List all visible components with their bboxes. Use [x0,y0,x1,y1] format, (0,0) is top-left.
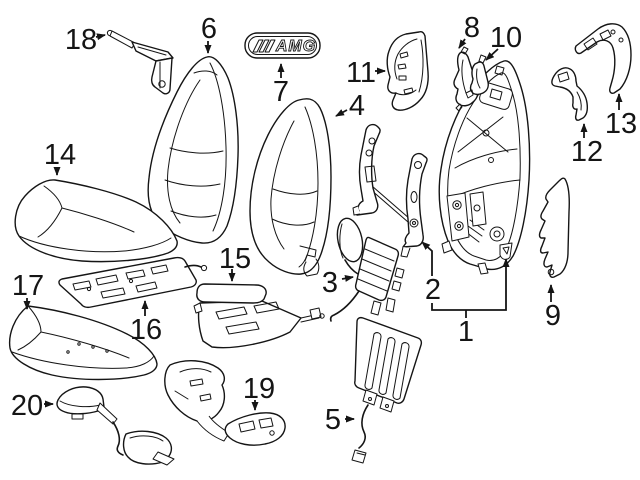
callout-8: 8 [458,12,480,49]
callout-3: 3 [322,267,354,299]
callout-label-10: 10 [490,22,522,54]
part-9-side-trim-panel [538,177,570,278]
part-16-seat-panel [58,256,208,309]
amg-slashes-icon [252,39,276,53]
part-12-guide-bracket [551,67,589,121]
callout-label-14: 14 [44,139,76,171]
part-3-lumbar-support [329,217,405,322]
callout-5: 5 [325,404,355,436]
callout-13: 13 [605,93,637,140]
callout-label-4: 4 [349,90,365,122]
part-15-cushion-frame [193,283,325,349]
part-11-headrest-trim [386,31,429,111]
callout-12: 12 [571,123,603,168]
callout-9: 9 [545,284,561,332]
callout-label-9: 9 [545,300,561,332]
callout-label-6: 6 [201,13,217,45]
callout-4: 4 [335,90,365,122]
callout-label-3: 3 [322,267,338,299]
callout-label-20: 20 [11,390,43,422]
callout-label-19: 19 [243,373,275,405]
part-13-guide-bracket [574,23,632,94]
callout-7: 7 [273,63,289,108]
callout-6: 6 [201,13,217,54]
callout-label-7: 7 [273,76,289,108]
part-17-seat-cushion-cover [8,305,158,381]
callout-label-15: 15 [219,243,251,275]
callout-label-13: 13 [605,108,637,140]
callout-11: 11 [346,57,386,89]
part-2-recliner-rails [352,123,428,258]
callout-19: 19 [243,373,275,411]
part-4-seat-back-cushion [249,98,332,277]
part-6-seat-back-cushion [147,56,239,244]
callout-label-1: 1 [458,316,474,348]
callout-15: 15 [219,243,251,282]
callout-10: 10 [485,22,522,61]
callout-1: 1 [431,258,510,348]
amg-badge-text: AMG [275,38,316,55]
part-10-clip-bracket [465,54,489,99]
part-18-mounting-bracket [106,29,174,95]
callout-label-5: 5 [325,404,341,436]
part-20-side-cover [56,386,175,466]
part-19-side-bolster-trim [164,360,286,446]
callout-17: 17 [12,270,44,310]
callout-16: 16 [130,300,162,346]
callout-18: 18 [65,24,106,56]
callout-label-17: 17 [12,270,44,302]
callout-20: 20 [11,390,54,422]
callout-14: 14 [44,139,76,176]
part-5-seat-heater-pad [351,316,423,464]
callout-label-2: 2 [425,274,441,306]
callout-label-11: 11 [346,57,376,89]
callout-label-12: 12 [571,136,603,168]
part-7-amg-emblem: AMG [244,32,321,59]
part-14-seat-cushion [14,179,178,263]
callout-label-18: 18 [65,24,97,56]
callout-label-16: 16 [130,314,162,346]
part-1-seat-back-frame [438,60,531,275]
callout-2: 2 [421,241,441,306]
callout-label-8: 8 [464,12,480,44]
